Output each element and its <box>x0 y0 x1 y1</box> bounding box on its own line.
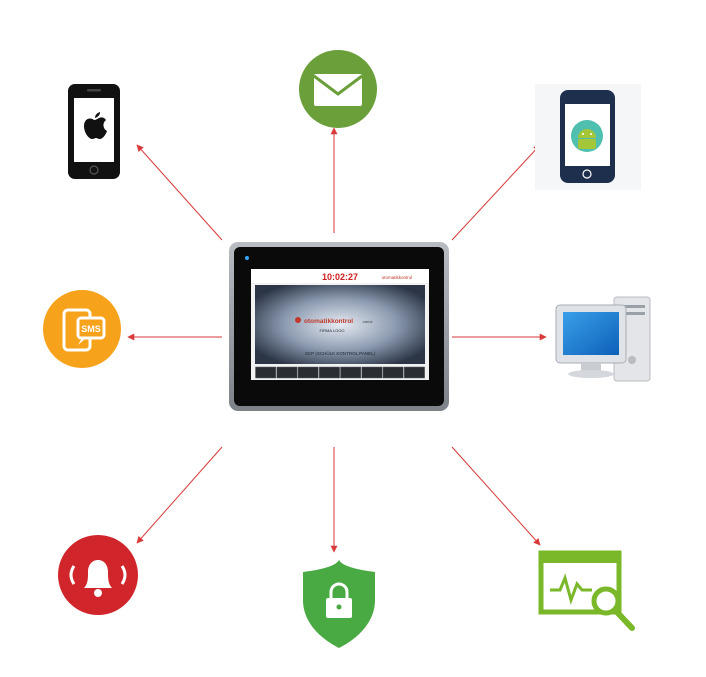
connector-alarm <box>136 446 223 544</box>
hmi-soft-button[interactable] <box>276 366 298 379</box>
security-lock-icon <box>303 560 375 648</box>
alarm-bell-icon <box>58 535 138 615</box>
sms-icon: SMS <box>43 290 121 368</box>
sms-label: SMS <box>81 324 101 334</box>
hmi-logo-caption: FİRMA LOGO <box>320 328 345 333</box>
hmi-soft-button[interactable] <box>297 366 319 379</box>
hmi-soft-button[interactable] <box>319 366 340 379</box>
hmi-panel: 10:02:27 otomatikkontrol otomatikkontrol… <box>229 242 449 411</box>
apple-phone-icon <box>68 84 120 179</box>
connector-android <box>451 144 541 241</box>
hmi-clock: 10:02:27 <box>322 272 358 282</box>
hmi-panel-label: SCP (SCHÜLK KONTROL PANEL) <box>305 350 376 356</box>
envelope-icon <box>299 50 377 128</box>
power-led <box>245 256 249 260</box>
android-phone-icon <box>535 84 641 190</box>
hmi-soft-button[interactable] <box>404 366 425 379</box>
hmi-brand-top: otomatikkontrol <box>382 275 413 280</box>
hmi-logo: otomatikkontrol .com.tr FİRMA LOGO <box>295 317 374 333</box>
hmi-soft-button[interactable] <box>255 366 277 379</box>
connector-ios <box>136 144 223 241</box>
connectors <box>127 127 547 553</box>
monitoring-chart-icon <box>538 550 635 631</box>
hmi-soft-button[interactable] <box>340 366 362 379</box>
hmi-buttons <box>255 366 425 379</box>
hmi-soft-button[interactable] <box>382 366 404 379</box>
hmi-brand-suffix: .com.tr <box>362 320 374 324</box>
desktop-computer-icon <box>555 296 651 382</box>
hmi-soft-button[interactable] <box>361 366 383 379</box>
hmi-brand: otomatikkontrol <box>304 318 353 325</box>
connector-monitoring <box>451 446 541 546</box>
